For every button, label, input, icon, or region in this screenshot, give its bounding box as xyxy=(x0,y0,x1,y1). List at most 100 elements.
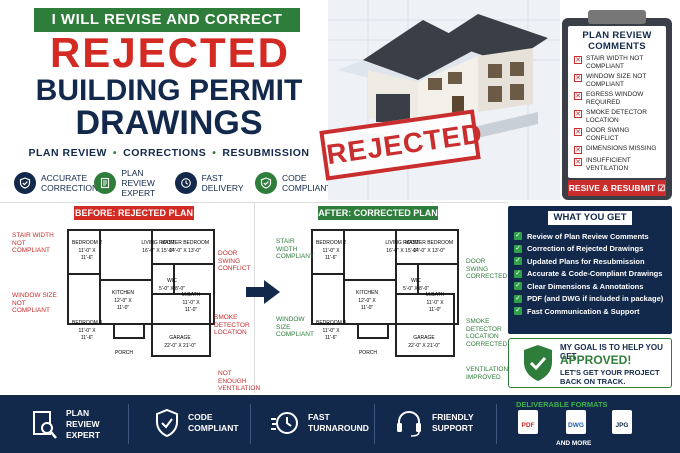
before-note: SMOKE DETECTOR LOCATION xyxy=(214,314,250,336)
room-dim: 11'-0" X 11'-6" xyxy=(322,247,340,262)
tagline-item: PLAN REVIEW xyxy=(28,147,107,159)
jpg-file-icon: JPG xyxy=(612,410,632,434)
room-label: BEDROOM 3 xyxy=(316,320,347,326)
what-you-get-list: ✓Review of Plan Review Comments ✓Correct… xyxy=(514,230,670,318)
footer-divider xyxy=(496,404,497,444)
x-mark-icon: ✕ xyxy=(574,128,582,136)
room-label: WIC xyxy=(167,278,177,284)
badge-label: ACCURATE CORRECTIONS xyxy=(41,173,104,193)
x-mark-icon: ✕ xyxy=(574,146,582,154)
arrow-right-icon xyxy=(246,280,280,304)
before-note: NOT ENOUGH VENTILATION xyxy=(218,370,261,392)
after-note: DOOR SWING CORRECTED xyxy=(466,258,508,280)
goal-line1: MY GOAL IS TO HELP YOU GET xyxy=(560,343,663,361)
check-icon: ✓ xyxy=(514,269,522,278)
headset-icon xyxy=(397,410,421,437)
room-label: LIVING ROOM xyxy=(141,240,175,246)
footer-divider xyxy=(374,404,375,444)
room-dim: 16'-0" X 15'-0" xyxy=(386,247,418,254)
after-floor-plan xyxy=(311,229,459,357)
before-plan-title: BEFORE: REJECTED PLAN xyxy=(74,206,194,220)
tagline-separator: • xyxy=(212,147,217,159)
comment-item: ✕INSUFFICIENT VENTILATION xyxy=(574,157,631,172)
footer-item-plan-review: PLAN REVIEW EXPERT xyxy=(32,408,122,441)
footer-divider xyxy=(128,404,129,444)
x-mark-icon: ✕ xyxy=(574,92,582,100)
room-label: BEDROOM 3 xyxy=(72,320,103,326)
speed-clock-icon xyxy=(271,412,298,434)
comment-item: ✕DOOR SWING CONFLICT xyxy=(574,127,630,142)
deliverables-title: DELIVERABLE FORMATS xyxy=(516,400,608,409)
shield-check-icon xyxy=(254,172,277,194)
footer-item-code-compliant: CODE COMPLIANT xyxy=(154,408,242,438)
headline-drawings: DRAWINGS xyxy=(75,104,263,142)
before-after-plans xyxy=(0,202,508,393)
what-you-get-title: WHAT YOU GET xyxy=(548,211,632,225)
after-plan-title: AFTER: CORRECTED PLAN xyxy=(318,206,438,220)
tagline: PLAN REVIEW•CORRECTIONS•RESUBMISSION xyxy=(10,147,328,159)
room-label: GARAGE xyxy=(413,335,435,341)
badge-label: PLAN REVIEW EXPERT xyxy=(121,168,156,198)
room-label: BEDROOM 2 xyxy=(316,240,347,246)
footer-item-fast-turnaround: FAST TURNAROUND xyxy=(270,408,369,438)
house-illustration xyxy=(328,0,560,200)
footer-label: FRIENDLY SUPPORT xyxy=(432,412,474,433)
feature-badges: ACCURATE CORRECTIONS PLAN REVIEW EXPERT … xyxy=(14,168,334,198)
room-label: M.BATH xyxy=(425,292,445,298)
room-label: MASTER BEDROOM xyxy=(160,240,210,246)
comment-item: ✕DIMENSIONS MISSING xyxy=(574,145,657,154)
list-item: ✓Updated Plans for Resubmission xyxy=(514,256,645,266)
revise-resubmit-label: RESIVE & RESUBMIT ☑ xyxy=(568,180,666,196)
after-note: SMOKE DETECTOR LOCATION CORRECTED xyxy=(466,318,508,348)
check-icon: ✓ xyxy=(514,257,522,266)
room-label: WIC xyxy=(411,278,421,284)
tagline-separator: • xyxy=(112,147,118,159)
list-item: ✓Correction of Rejected Drawings xyxy=(514,244,644,254)
list-item: ✓Clear Dimensions & Annotations xyxy=(514,281,644,291)
shield-check-icon xyxy=(14,172,36,194)
room-label: PORCH xyxy=(358,350,378,356)
comment-item: ✕SMOKE DETECTOR LOCATION xyxy=(574,109,647,124)
x-mark-icon: ✕ xyxy=(574,158,582,166)
review-comments-title: PLAN REVIEW COMMENTS xyxy=(582,30,652,52)
review-comments-sheet: PLAN REVIEW COMMENTS ✕STAIR WIDTH NOT CO… xyxy=(568,26,666,178)
after-note: VENTILATION IMPROVED xyxy=(466,366,509,381)
room-dim: 22'-0" X 21'-0" xyxy=(408,342,440,349)
comment-item: ✕STAIR WIDTH NOT COMPLIANT xyxy=(574,55,644,70)
footer-label: CODE COMPLIANT xyxy=(188,412,239,433)
x-mark-icon: ✕ xyxy=(574,56,582,64)
room-label: MASTER BEDROOM xyxy=(404,240,454,246)
room-dim: 11'-0" X 11'-0" xyxy=(182,299,200,314)
checkbox-icon: ☑ xyxy=(657,183,666,193)
room-dim: 11'-0" X 11'-0" xyxy=(426,299,444,314)
list-item: ✓Accurate & Code-Compliant Drawings xyxy=(514,269,663,279)
shield-check-icon xyxy=(156,408,178,438)
room-label: M.BATH xyxy=(181,292,201,298)
comment-item: ✕EGRESS WINDOW REQUIRED xyxy=(574,91,644,106)
and-more-label: AND MORE xyxy=(556,440,592,447)
badge-code-compliant: CODE COMPLIANT xyxy=(254,168,334,198)
check-icon: ✓ xyxy=(514,244,522,253)
badge-label: CODE COMPLIANT xyxy=(281,173,332,193)
room-dim: 12'-0" X 11'-0" xyxy=(358,297,376,312)
pdf-file-icon: PDF xyxy=(518,410,538,434)
headline-rejected: REJECTED xyxy=(49,29,291,76)
dwg-file-icon: DWG xyxy=(566,410,586,434)
document-icon xyxy=(94,172,117,194)
room-dim: 14'-0" X 13'-0" xyxy=(169,247,201,254)
room-label: PORCH xyxy=(114,350,134,356)
badge-label: FAST DELIVERY xyxy=(201,173,244,193)
shield-check-icon xyxy=(524,345,552,381)
x-mark-icon: ✕ xyxy=(574,110,582,118)
x-mark-icon: ✕ xyxy=(574,74,582,82)
magnifier-document-icon xyxy=(33,410,57,439)
badge-plan-review-expert: PLAN REVIEW EXPERT xyxy=(94,168,173,198)
check-icon: ✓ xyxy=(514,232,522,241)
clipboard-clip xyxy=(588,10,646,24)
before-note: DOOR SWING CONFLICT xyxy=(218,250,251,272)
comment-item: ✕WINDOW SIZE NOT COMPLIANT xyxy=(574,73,647,88)
after-note: WINDOW SIZE COMPLIANT xyxy=(276,316,314,338)
room-label: KITCHEN xyxy=(356,290,378,296)
room-label: LIVING ROOM xyxy=(385,240,419,246)
